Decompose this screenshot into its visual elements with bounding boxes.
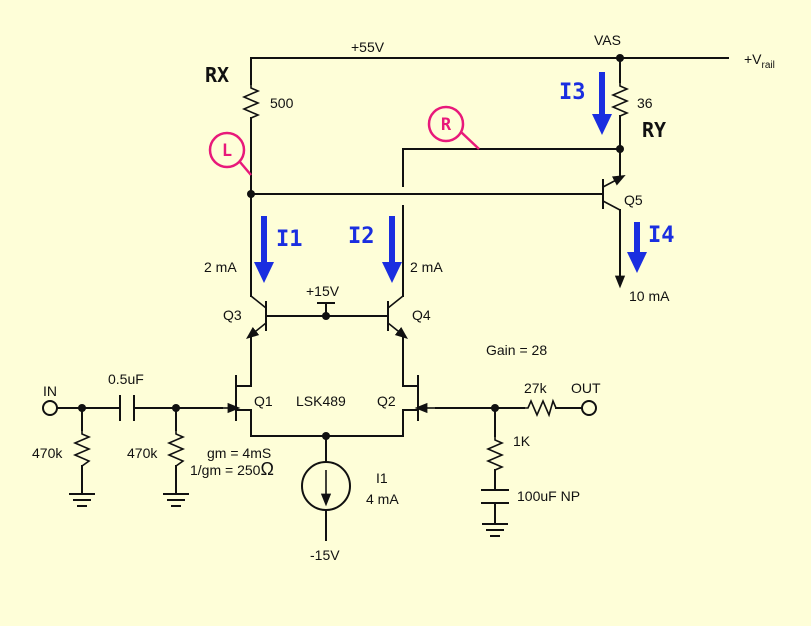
rx-label: RX xyxy=(205,63,229,87)
current-source xyxy=(301,461,351,511)
marker-r-label: R xyxy=(441,115,452,135)
ground-icon xyxy=(482,523,508,537)
jfet-q1 xyxy=(222,374,252,421)
q1-label: Q1 xyxy=(254,393,273,409)
resistor-1k xyxy=(485,436,505,471)
r1k-label: 1K xyxy=(513,433,531,449)
resistor-470k-a xyxy=(72,430,92,467)
r27k-label: 27k xyxy=(524,380,548,396)
gain-label: Gain = 28 xyxy=(486,342,547,358)
capacitor-input xyxy=(119,395,135,421)
input-terminal xyxy=(42,400,58,416)
marker-r: R xyxy=(427,105,480,150)
ground-icon xyxy=(163,493,189,507)
transistor-q5 xyxy=(602,175,626,211)
labels: +55V VAS +Vrail RX RY 500 36 Q5 Q3 Q4 Q1… xyxy=(32,32,775,563)
vas-label: VAS xyxy=(594,32,621,48)
vrail-label: +Vrail xyxy=(744,51,775,71)
r470-b-label: 470k xyxy=(127,445,158,461)
r36-label: 36 xyxy=(637,95,653,111)
rail-55-label: +55V xyxy=(351,39,385,55)
q3-label: Q3 xyxy=(223,307,242,323)
rail-15-label: +15V xyxy=(306,283,340,299)
cap-in-label: 0.5uF xyxy=(108,371,144,387)
q4-label: Q4 xyxy=(412,307,431,323)
ground-icon xyxy=(69,493,95,507)
i1-value-label: 2 mA xyxy=(204,259,237,275)
r500-label: 500 xyxy=(270,95,294,111)
resistor-27k xyxy=(524,398,557,418)
inv-gm-label: 1/gm = 250Ω xyxy=(190,459,274,479)
transistor-q4 xyxy=(387,295,408,339)
i4-value-label: 10 mA xyxy=(629,288,670,304)
marker-l-label: L xyxy=(222,141,232,161)
resistor-rx xyxy=(241,84,261,119)
i1-source-value: 4 mA xyxy=(366,491,399,507)
capacitor-100uf xyxy=(481,489,509,504)
transistor-q3 xyxy=(246,295,267,339)
resistor-470k-b xyxy=(166,430,186,467)
i1-source-label: I1 xyxy=(376,470,388,486)
resistor-ry xyxy=(610,82,630,117)
r470-a-label: 470k xyxy=(32,445,63,461)
marker-l: L xyxy=(208,131,252,176)
i1-current-label: I1 xyxy=(276,227,303,252)
jfet-q2 xyxy=(402,374,436,421)
wires xyxy=(57,57,729,541)
i2-value-label: 2 mA xyxy=(410,259,443,275)
neg15-label: -15V xyxy=(310,547,340,563)
i2-current-label: I2 xyxy=(348,224,375,249)
current-arrows xyxy=(254,72,647,283)
q2-label: Q2 xyxy=(377,393,396,409)
current-names: I1 I2 I3 I4 xyxy=(276,80,675,252)
part-label: LSK489 xyxy=(296,393,346,409)
gm-label: gm = 4mS xyxy=(207,445,271,461)
q5-label: Q5 xyxy=(624,192,643,208)
output-terminal xyxy=(581,400,597,416)
in-label: IN xyxy=(43,383,57,399)
cap-np-label: 100uF NP xyxy=(517,488,580,504)
i4-current-label: I4 xyxy=(648,223,675,248)
terminals xyxy=(42,54,626,440)
i3-current-label: I3 xyxy=(559,80,586,105)
ry-label: RY xyxy=(642,118,666,142)
out-label: OUT xyxy=(571,380,601,396)
